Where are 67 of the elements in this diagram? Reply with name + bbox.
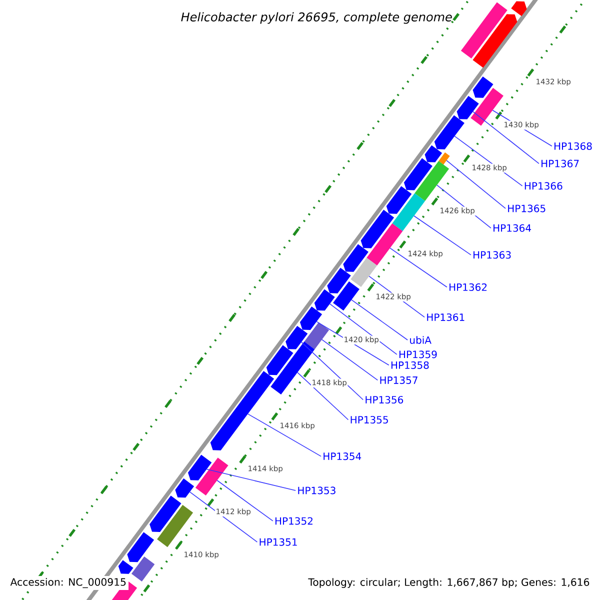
map-title: Helicobacter pylori 26695, complete genome xyxy=(181,12,452,24)
gene-block xyxy=(424,145,442,162)
gene-block xyxy=(472,14,518,68)
gene-label: HP1353 xyxy=(298,486,336,494)
leader-line xyxy=(329,303,398,355)
gene-block xyxy=(150,496,182,532)
gene-label: HP1364 xyxy=(494,224,531,232)
leader-line xyxy=(216,480,274,522)
leader-line xyxy=(322,339,378,381)
leader-line xyxy=(351,299,408,340)
gene-bar xyxy=(195,458,228,496)
gene-block xyxy=(386,186,412,214)
gene-label: HP1366 xyxy=(524,182,562,190)
leader-line xyxy=(301,342,364,400)
gene-label: HP1361 xyxy=(427,313,464,321)
gene-label: HP1355 xyxy=(350,416,388,424)
gene-label: HP1351 xyxy=(260,538,297,546)
gene-block xyxy=(472,76,494,98)
gene-bar xyxy=(350,258,378,287)
leader-line xyxy=(206,468,296,491)
gene-label: HP1357 xyxy=(380,376,418,384)
gene-block xyxy=(127,532,154,562)
gene-block xyxy=(511,1,527,16)
leader-line xyxy=(390,248,448,288)
gene-block xyxy=(327,268,351,294)
gene-label: HP1352 xyxy=(275,517,312,525)
gene-block xyxy=(118,560,134,574)
gene-block xyxy=(300,306,322,330)
gene-bar xyxy=(333,281,360,311)
leader-line xyxy=(472,111,540,164)
gene-block xyxy=(175,478,194,498)
gene-bar xyxy=(392,193,426,232)
leader-line xyxy=(446,160,506,209)
gene-block xyxy=(404,158,432,190)
accession-text: Accession: NC_000915 xyxy=(8,576,128,590)
leader-line xyxy=(297,372,349,420)
gene-label: HP1354 xyxy=(324,452,362,460)
gene-bar xyxy=(366,223,403,266)
gene-block xyxy=(314,289,335,311)
genome-info-text: Topology: circular; Length: 1,667,867 bp; Genes: 1,616 xyxy=(306,576,592,590)
gene-block xyxy=(188,454,212,480)
gene-bar xyxy=(304,322,330,350)
gene-bar xyxy=(414,161,450,202)
gene-bar xyxy=(131,556,155,582)
gene-block xyxy=(286,326,308,350)
leader-line xyxy=(189,492,258,542)
gene-label: HP1362 xyxy=(450,283,487,291)
gene-label: HP1358 xyxy=(391,361,429,369)
gene-block xyxy=(434,115,464,150)
gene-label: ubiA xyxy=(410,336,432,344)
gene-label: HP1359 xyxy=(399,350,437,358)
gene-label: HP1363 xyxy=(474,251,511,259)
gene-label: HP1356 xyxy=(366,396,404,404)
gene-block xyxy=(360,210,394,248)
gene-block xyxy=(266,345,294,376)
gene-block xyxy=(456,96,479,120)
gene-label: HP1368 xyxy=(554,142,592,150)
leader-line xyxy=(247,414,322,457)
gene-block xyxy=(343,244,368,272)
gene-block xyxy=(210,370,274,450)
gene-label: HP1365 xyxy=(508,204,546,212)
gene-bar xyxy=(438,152,450,165)
leader-line xyxy=(414,215,472,256)
gene-bar xyxy=(470,88,504,126)
gene-label: HP1367 xyxy=(542,160,579,168)
gene-bar xyxy=(460,2,508,58)
gene-bar xyxy=(157,504,194,548)
